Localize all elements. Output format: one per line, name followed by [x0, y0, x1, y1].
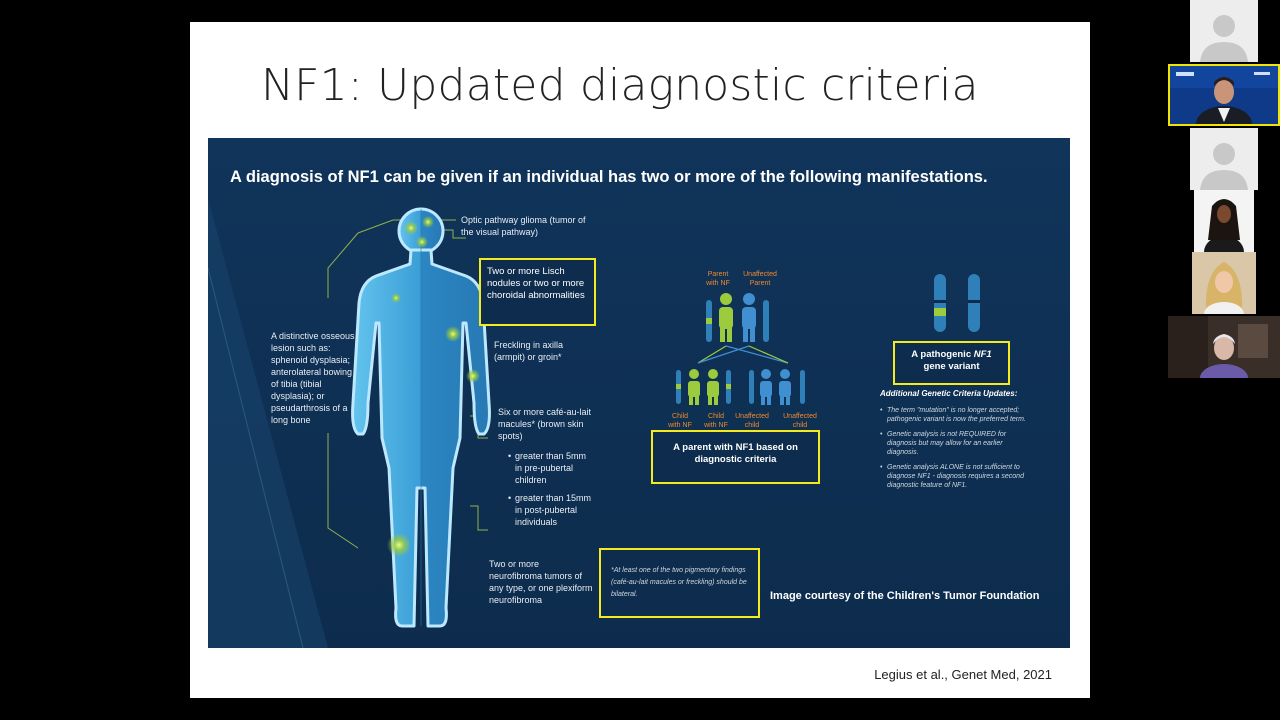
lisch-nodules-label: Two or more Lisch nodules or two or more… — [487, 266, 585, 301]
pathogenic-variant-gene: NF1 — [973, 349, 992, 360]
lisch-nodules-box: Two or more Lisch nodules or two or more… — [479, 258, 596, 326]
unaffected-parent-label: Unaffected Parent — [743, 271, 777, 287]
unaffected-child-figure-1 — [760, 369, 772, 405]
slide: NF1: Updated diagnostic criteria — [190, 22, 1090, 698]
infographic-headline: A diagnosis of NF1 can be given if an in… — [230, 168, 1060, 187]
pigmentary-footnote: *At least one of the two pigmentary find… — [611, 567, 747, 598]
human-body-silhouette — [351, 207, 491, 628]
diagonal-light — [208, 198, 328, 648]
parent-with-nf-label: Parent with NF — [706, 271, 730, 287]
participant-tile-1[interactable] — [1168, 0, 1280, 62]
child-with-nf-label-2: Child with NF — [704, 413, 728, 429]
parent-with-nf1-label: A parent with NF1 based on diagnostic cr… — [673, 442, 798, 465]
participant-tile-3[interactable] — [1168, 128, 1280, 190]
child-with-nf-label-1: Child with NF — [668, 413, 692, 429]
child-with-nf-figure-2 — [707, 369, 719, 405]
chromosome-pair — [934, 274, 980, 332]
pathogenic-variant-box: A pathogenic NF1 gene variant — [893, 341, 1010, 385]
child-with-nf-figure-1 — [688, 369, 700, 405]
pathogenic-variant-text-end: gene variant — [923, 361, 980, 372]
neurofibroma-label: Two or more neurofibroma tumors of any t… — [489, 559, 593, 605]
pathogenic-variant-text: A pathogenic — [911, 349, 974, 360]
headline-text-end: of the following manifestations. — [735, 168, 988, 186]
freckling-label: Freckling in axilla (armpit) or groin* — [494, 340, 564, 362]
participant-video — [1168, 252, 1280, 314]
cafe-criterion-prepubertal: greater than 5mm in pre-pubertal childre… — [508, 450, 593, 486]
headline-text: A diagnosis of NF1 can be given if an in… — [230, 168, 642, 186]
family-tree-diagram — [676, 293, 805, 405]
participant-gallery — [1168, 0, 1280, 380]
osseous-lesion-label: A distinctive osseous lesion such as: sp… — [271, 331, 355, 425]
unaffected-child-figure-2 — [779, 369, 791, 405]
pigmentary-footnote-box: *At least one of the two pigmentary find… — [599, 548, 760, 618]
avatar-placeholder-icon — [1168, 128, 1280, 190]
lesion-glow-spots — [387, 216, 480, 557]
participant-tile-active-speaker[interactable] — [1168, 64, 1280, 126]
cafe-au-lait-title: Six or more café-au-lait macules* (brown… — [498, 407, 592, 441]
unaffected-child-label-2: Unaffected child — [783, 413, 817, 429]
avatar-placeholder-icon — [1168, 0, 1280, 62]
citation: Legius et al., Genet Med, 2021 — [874, 667, 1052, 682]
genetic-criterion-2: Genetic analysis is not REQUIRED for dia… — [880, 430, 1030, 457]
genetic-criterion-3: Genetic analysis ALONE is not sufficient… — [880, 463, 1030, 490]
participant-video — [1168, 190, 1280, 252]
slide-title: NF1: Updated diagnostic criteria — [261, 60, 979, 111]
participant-tile-5[interactable] — [1168, 252, 1280, 314]
headline-emphasis: two or more — [641, 168, 736, 186]
image-credit: Image courtesy of the Children's Tumor F… — [770, 590, 1040, 602]
genetic-criteria-title: Additional Genetic Criteria Updates: — [880, 389, 1018, 398]
parent-with-nf1-box: A parent with NF1 based on diagnostic cr… — [651, 430, 820, 484]
genetic-criteria-updates: Additional Genetic Criteria Updates: The… — [880, 388, 1030, 496]
participant-video — [1168, 316, 1280, 378]
cafe-criterion-postpubertal: greater than 15mm in post-pubertal indiv… — [508, 492, 593, 528]
diagonal-line — [208, 267, 304, 648]
participant-tile-4[interactable] — [1168, 190, 1280, 252]
unaffected-child-label-1: Unaffected child — [735, 413, 769, 429]
infographic-graphics — [208, 198, 980, 648]
cafe-au-lait-label: Six or more café-au-lait macules* (brown… — [498, 406, 593, 534]
infographic-panel: A diagnosis of NF1 can be given if an in… — [208, 138, 1070, 648]
parent-with-nf-figure — [719, 293, 733, 342]
genetic-criteria-list: The term "mutation" is no longer accepte… — [880, 406, 1030, 490]
speaker-video — [1170, 66, 1278, 124]
genetic-criterion-1: The term "mutation" is no longer accepte… — [880, 406, 1030, 424]
participant-tile-6[interactable] — [1168, 316, 1280, 378]
unaffected-parent-figure — [742, 293, 756, 342]
optic-glioma-label: Optic pathway glioma (tumor of the visua… — [461, 215, 586, 237]
cafe-au-lait-criteria: greater than 5mm in pre-pubertal childre… — [498, 450, 593, 528]
